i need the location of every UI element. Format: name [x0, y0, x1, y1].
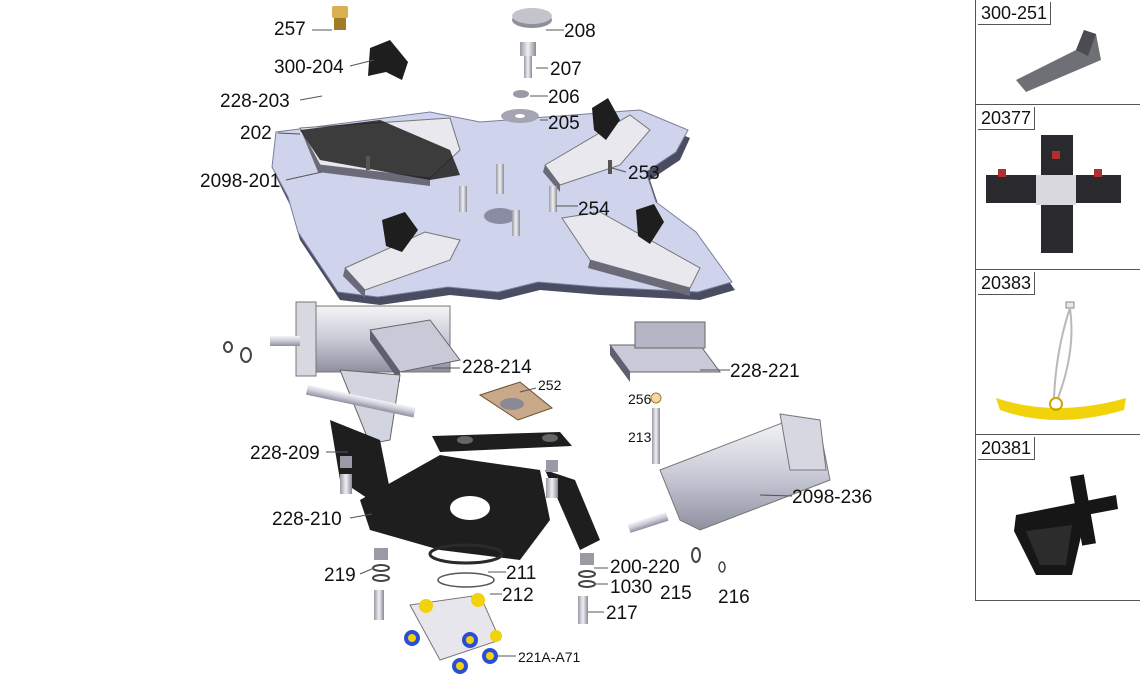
fastener-stack-right: [578, 553, 596, 624]
callout-200-220: 200-220: [610, 557, 680, 578]
callout-221A-A71: 221A-A71: [518, 649, 581, 665]
fitting-257: [332, 6, 348, 30]
accessory-20381[interactable]: 20381: [976, 434, 1140, 600]
callout-228-209: 228-209: [250, 443, 320, 464]
jaw-300-204: [368, 40, 408, 80]
base-plate-228-210: [360, 455, 600, 560]
washer-206: [513, 90, 529, 98]
cap-208: [512, 8, 552, 28]
jaw-protector-icon: [1016, 30, 1101, 92]
bolt-207: [520, 42, 536, 78]
clamp-plate-202: [300, 120, 460, 180]
accessory-label: 300-251: [978, 2, 1052, 25]
callout-228-214: 228-214: [462, 357, 532, 378]
callout-228-210: 228-210: [272, 509, 342, 530]
callout-256: 256: [628, 391, 652, 407]
accessory-label: 20383: [978, 272, 1036, 295]
callout-215: 215: [660, 583, 692, 604]
accessory-20383[interactable]: 20383: [976, 269, 1140, 434]
valve-221A-A71: [404, 593, 502, 674]
callout-257: 257: [274, 19, 306, 40]
callout-2098-201: 2098-201: [200, 171, 281, 192]
guide-block-228-221: [609, 321, 721, 382]
fastener-stack-mid: [340, 456, 558, 498]
rings-211-212: [428, 543, 504, 588]
accessory-label: 20381: [978, 437, 1036, 460]
gear-252: [478, 381, 554, 421]
fastener-stack-left: [372, 548, 390, 620]
callout-253: 253: [628, 163, 660, 184]
callout-206: 206: [548, 87, 580, 108]
jaw-slide-left-bottom: [343, 212, 461, 298]
washer-205: [501, 109, 539, 123]
link-arm-top: [432, 432, 572, 452]
callout-300-204: 300-204: [274, 57, 344, 78]
leader-lines: [277, 29, 793, 657]
callout-216: 216: [718, 587, 750, 608]
callout-228-203: 228-203: [220, 91, 290, 112]
jaw-slide-right-bottom: [561, 204, 701, 296]
callout-254: 254: [578, 199, 610, 220]
clamp-extension-icon: [986, 135, 1121, 253]
callout-208: 208: [564, 21, 596, 42]
accessory-300-251[interactable]: 300-251: [976, 0, 1140, 104]
callout-252: 252: [538, 377, 562, 393]
cylinder-right-2098-236: [627, 413, 831, 573]
accessory-20377[interactable]: 20377: [976, 104, 1140, 269]
accessories-panel: 300-251 20377 20383 20381: [975, 0, 1140, 601]
callout-228-221: 228-221: [730, 361, 800, 382]
bead-pressing-tool-icon: [1014, 474, 1118, 575]
jaw-slide-right-top: [543, 98, 651, 192]
exploded-parts-diagram: [223, 6, 831, 674]
callout-2098-236: 2098-236: [792, 487, 873, 508]
callout-212: 212: [502, 585, 534, 606]
callout-217: 217: [606, 603, 638, 624]
accessory-label: 20377: [978, 107, 1036, 130]
callout-207: 207: [550, 59, 582, 80]
callout-219: 219: [324, 565, 356, 586]
guide-block-228-214: [369, 319, 461, 382]
callout-202: 202: [240, 123, 272, 144]
callout-205: 205: [548, 113, 580, 134]
callout-211: 211: [506, 563, 537, 584]
callout-213: 213: [628, 429, 652, 445]
screws: [366, 156, 612, 236]
callout-1030: 1030: [610, 577, 653, 598]
rim-protector-icon: [996, 301, 1126, 420]
pin-213: [650, 392, 662, 464]
